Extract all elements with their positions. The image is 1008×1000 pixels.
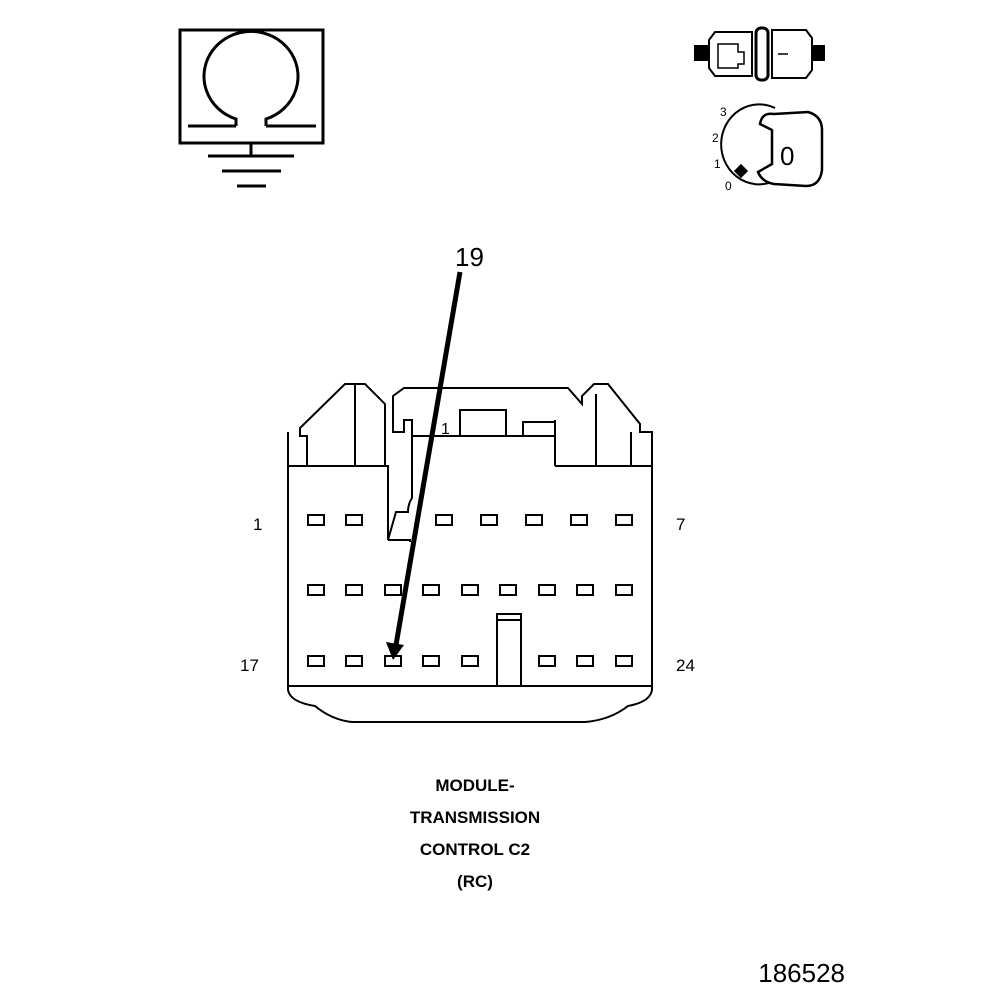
- ignition-pos-3: 3: [720, 105, 727, 119]
- connector-inner-label: 1: [441, 421, 450, 438]
- ohm-ground-icon: [178, 28, 325, 188]
- title-line-2: TRANSMISSION: [409, 808, 541, 827]
- pin-label-top-left: 1: [253, 515, 262, 534]
- pin-label-bottom-left: 17: [240, 656, 259, 675]
- title-line-1: MODULE-: [435, 776, 515, 795]
- callout-pin-number: 19: [455, 242, 484, 272]
- title-line-3: CONTROL C2: [419, 840, 531, 859]
- ignition-key-icon: 3 2 1 0 0: [712, 103, 824, 193]
- pin-label-bottom-right: 24: [676, 656, 695, 675]
- pin-cavities: [307, 514, 633, 667]
- callout-arrow: [386, 271, 463, 660]
- ignition-pos-0: 0: [725, 179, 732, 193]
- connector-body: [287, 383, 653, 723]
- ignition-key-label: 0: [780, 141, 794, 171]
- connector-plug-icon: [694, 26, 825, 82]
- title-line-4: (RC): [457, 872, 493, 891]
- ignition-pos-2: 2: [712, 131, 719, 145]
- figure-number: 186528: [758, 958, 845, 988]
- ignition-pos-1: 1: [714, 157, 721, 171]
- pin-label-top-right: 7: [676, 515, 685, 534]
